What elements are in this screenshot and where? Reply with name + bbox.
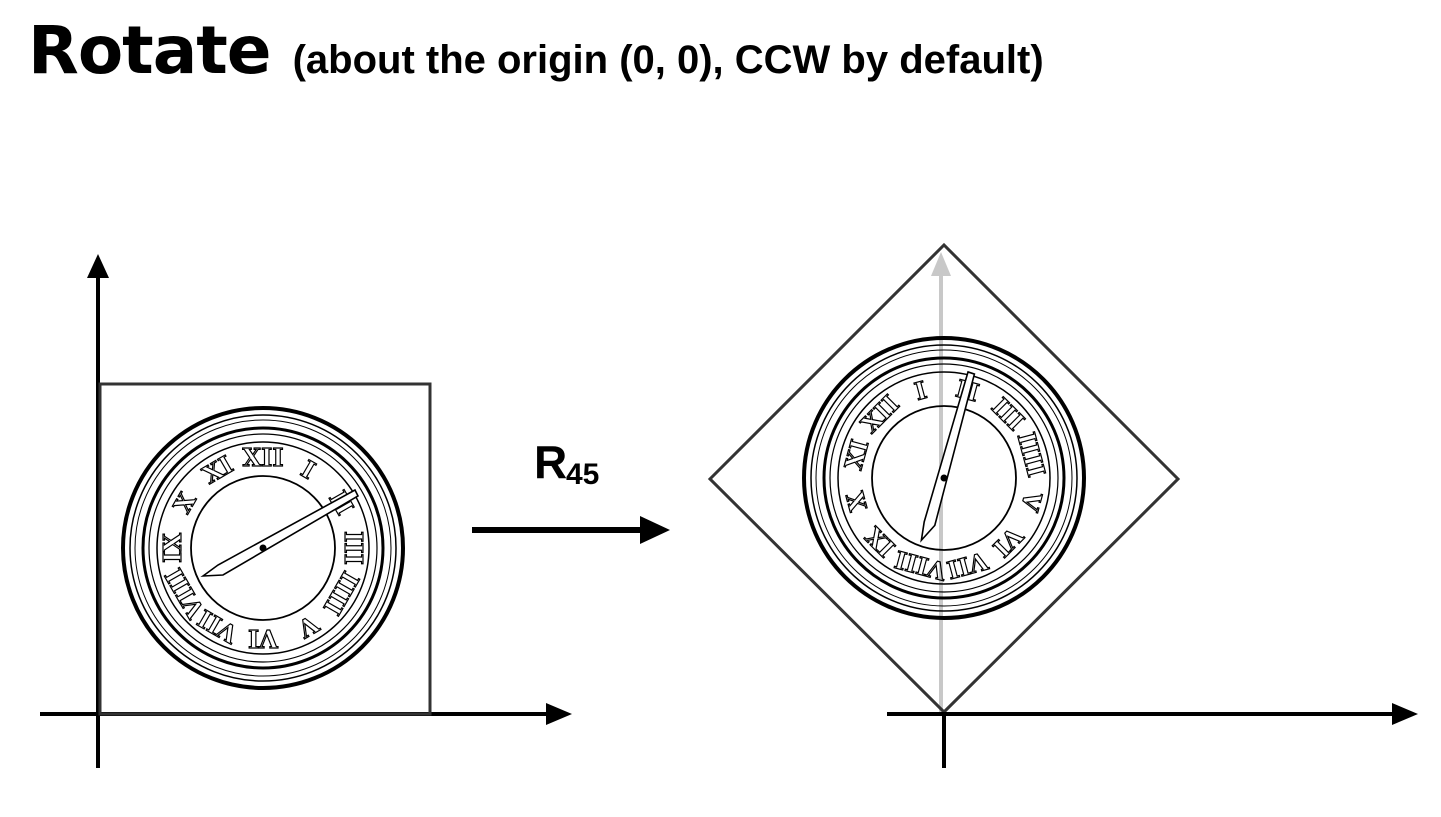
clock-numeral: XI: [839, 436, 875, 472]
y-axis-arrow-icon: [87, 254, 109, 278]
title-row: Rotate (about the origin (0, 0), CCW by …: [28, 12, 1044, 89]
clock-numeral: IX: [158, 533, 187, 563]
clock-numeral: XII: [855, 389, 905, 439]
slide-title: Rotate: [28, 12, 272, 89]
x-axis-arrow-icon: [546, 703, 572, 725]
rotated-clock-hands: [920, 370, 976, 543]
clock-icon: XIIIIIIIIIIIIVVIVIIVIIIIXXXI: [121, 406, 405, 690]
rotated-frame: [707, 242, 1181, 715]
clock-numeral: VI: [248, 624, 279, 653]
rotation-operator: R 45: [472, 436, 670, 544]
x-axis-rotated: [887, 703, 1418, 725]
clock-numeral: VII: [944, 546, 992, 585]
rotated-clock-icon: XIIIIIIIIIIIIVVIVIIVIIIIXXXI: [746, 280, 1142, 676]
clock-numeral: I: [911, 375, 929, 406]
original-frame: [98, 382, 432, 716]
clock-numeral: III: [986, 392, 1030, 436]
clock-numeral: I: [296, 454, 320, 485]
rotated-figure: XIIIIIIIIIIIIVVIVIIVIIIIXXXI: [707, 242, 1418, 768]
clock-hands: [200, 488, 360, 577]
rotation-symbol: R: [534, 436, 567, 488]
clock-numeral: XII: [242, 443, 283, 472]
clock-numeral: V: [1015, 488, 1048, 515]
y-axis-original: [87, 254, 109, 768]
x-axis-arrow-icon: [1392, 703, 1418, 725]
clock-numeral: V: [293, 609, 325, 644]
original-figure: XIIIIIIIIIIIIVVIVIIVIIIIXXXI: [40, 254, 572, 768]
clock-numeral: VI: [987, 520, 1029, 562]
clock-numeral: X: [840, 488, 873, 514]
clock-numeral: III: [339, 531, 368, 565]
rotation-angle: 45: [566, 458, 599, 491]
clock-numeral: IX: [859, 521, 901, 563]
slide-subtitle: (about the origin (0, 0), CCW by default…: [292, 38, 1044, 82]
clock-numeral: IIII: [1012, 429, 1052, 480]
